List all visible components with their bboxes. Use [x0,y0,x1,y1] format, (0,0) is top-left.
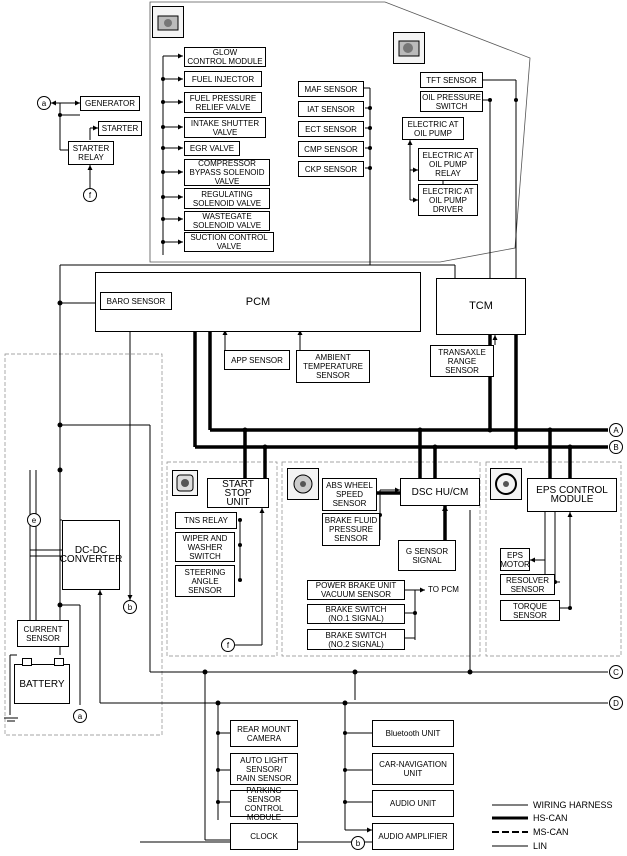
battery: BATTERY [14,664,70,704]
legend-wiring-harness: WIRING HARNESS [533,800,613,810]
maf-sensor: MAF SENSOR [298,81,364,97]
torque-sensor: TORQUE SENSOR [500,600,560,621]
tft-sensor: TFT SENSOR [420,72,483,88]
compressor-bypass-solenoid-valve: COMPRESSOR BYPASS SOLENOID VALVE [184,159,270,186]
electric-at-oil-pump: ELECTRIC AT OIL PUMP [402,117,464,140]
transaxle-range-sensor: TRANSAXLE RANGE SENSOR [430,345,494,377]
start-stop-icon [172,470,198,496]
steering-angle-sensor: STEERING ANGLE SENSOR [175,565,235,597]
ambient-temperature-sensor: AMBIENT TEMPERATURE SENSOR [296,350,370,383]
generator: GENERATOR [80,96,140,111]
resolver-sensor: RESOLVER SENSOR [500,574,555,595]
legend-lin: LIN [533,841,548,851]
connector-f-top: f [83,188,97,202]
steering-icon [490,468,522,500]
rear-mount-camera: REAR MOUNT CAMERA [230,720,298,747]
wastegate-solenoid-valve: WASTEGATE SOLENOID VALVE [184,211,270,231]
pcm: PCM [95,272,421,332]
legend-ms-can: MS-CAN [533,827,569,837]
audio-amplifier: AUDIO AMPLIFIER [372,823,454,850]
eps-control-module: EPS CONTROL MODULE [527,478,617,512]
brake-fluid-pressure-sensor: BRAKE FLUID PRESSURE SENSOR [322,513,380,546]
baro-sensor: BARO SENSOR [100,292,172,310]
abs-wheel-speed-sensor: ABS WHEEL SPEED SENSOR [322,478,377,511]
connector-D: D [609,696,623,710]
glow-control-module: GLOW CONTROL MODULE [184,47,266,67]
clock: CLOCK [230,823,298,850]
fuel-injector: FUEL INJECTOR [184,71,262,87]
tns-relay: TNS RELAY [175,512,237,529]
brake-switch-no2: BRAKE SWITCH (NO.2 SIGNAL) [307,629,405,650]
connector-A: A [609,423,623,437]
transmission-icon [393,32,425,64]
connector-b-mid: b [123,600,137,614]
electric-at-oil-pump-relay: ELECTRIC AT OIL PUMP RELAY [418,148,478,181]
connector-e: e [27,513,41,527]
tcm: TCM [436,278,526,335]
auto-light-rain-sensor: AUTO LIGHT SENSOR/ RAIN SENSOR [230,753,298,785]
parking-sensor-control-module: PARKING SENSOR CONTROL MODULE [230,786,298,822]
electric-at-oil-pump-driver: ELECTRIC AT OIL PUMP DRIVER [418,184,478,216]
connector-f-bottom: f [221,638,235,652]
engine-icon [152,6,184,38]
connector-a-top: a [37,96,51,110]
power-brake-unit-vacuum-sensor: POWER BRAKE UNIT VACUUM SENSOR [307,580,405,600]
connector-B: B [609,440,623,454]
brake-switch-no1: BRAKE SWITCH (NO.1 SIGNAL) [307,604,405,624]
dsc-hu-cm: DSC HU/CM [400,478,480,506]
egr-valve: EGR VALVE [184,141,240,156]
brake-icon [287,468,319,500]
fuel-pressure-relief-valve: FUEL PRESSURE RELIEF VALVE [184,92,262,113]
ckp-sensor: CKP SENSOR [298,161,364,177]
connector-b-bottom: b [351,836,365,850]
bluetooth-unit: Bluetooth UNIT [372,720,454,747]
cmp-sensor: CMP SENSOR [298,141,364,157]
start-stop-unit: START STOP UNIT [207,478,269,508]
ect-sensor: ECT SENSOR [298,121,364,137]
battery-terminal-left [22,658,32,666]
current-sensor: CURRENT SENSOR [17,620,69,647]
car-navigation-unit: CAR-NAVIGATION UNIT [372,753,454,785]
connector-a-bottom: a [73,709,87,723]
eps-motor: EPS MOTOR [500,548,530,571]
g-sensor-signal: G SENSOR SIGNAL [398,540,456,571]
iat-sensor: IAT SENSOR [298,101,364,117]
starter-relay: STARTER RELAY [68,141,114,165]
regulating-solenoid-valve: REGULATING SOLENOID VALVE [184,188,270,209]
legend-hs-can: HS-CAN [533,813,568,823]
battery-terminal-right [54,658,64,666]
to-pcm-label: TO PCM [428,585,459,594]
dc-dc-converter: DC-DC CONVERTER [60,520,122,590]
oil-pressure-switch: OIL PRESSURE SWITCH [420,91,483,112]
wiper-and-washer-switch: WIPER AND WASHER SWITCH [175,532,235,562]
app-sensor: APP SENSOR [224,350,290,370]
audio-unit: AUDIO UNIT [372,790,454,817]
suction-control-valve: SUCTION CONTROL VALVE [184,232,274,252]
connector-C: C [609,665,623,679]
intake-shutter-valve: INTAKE SHUTTER VALVE [184,117,266,138]
starter: STARTER [98,121,142,136]
